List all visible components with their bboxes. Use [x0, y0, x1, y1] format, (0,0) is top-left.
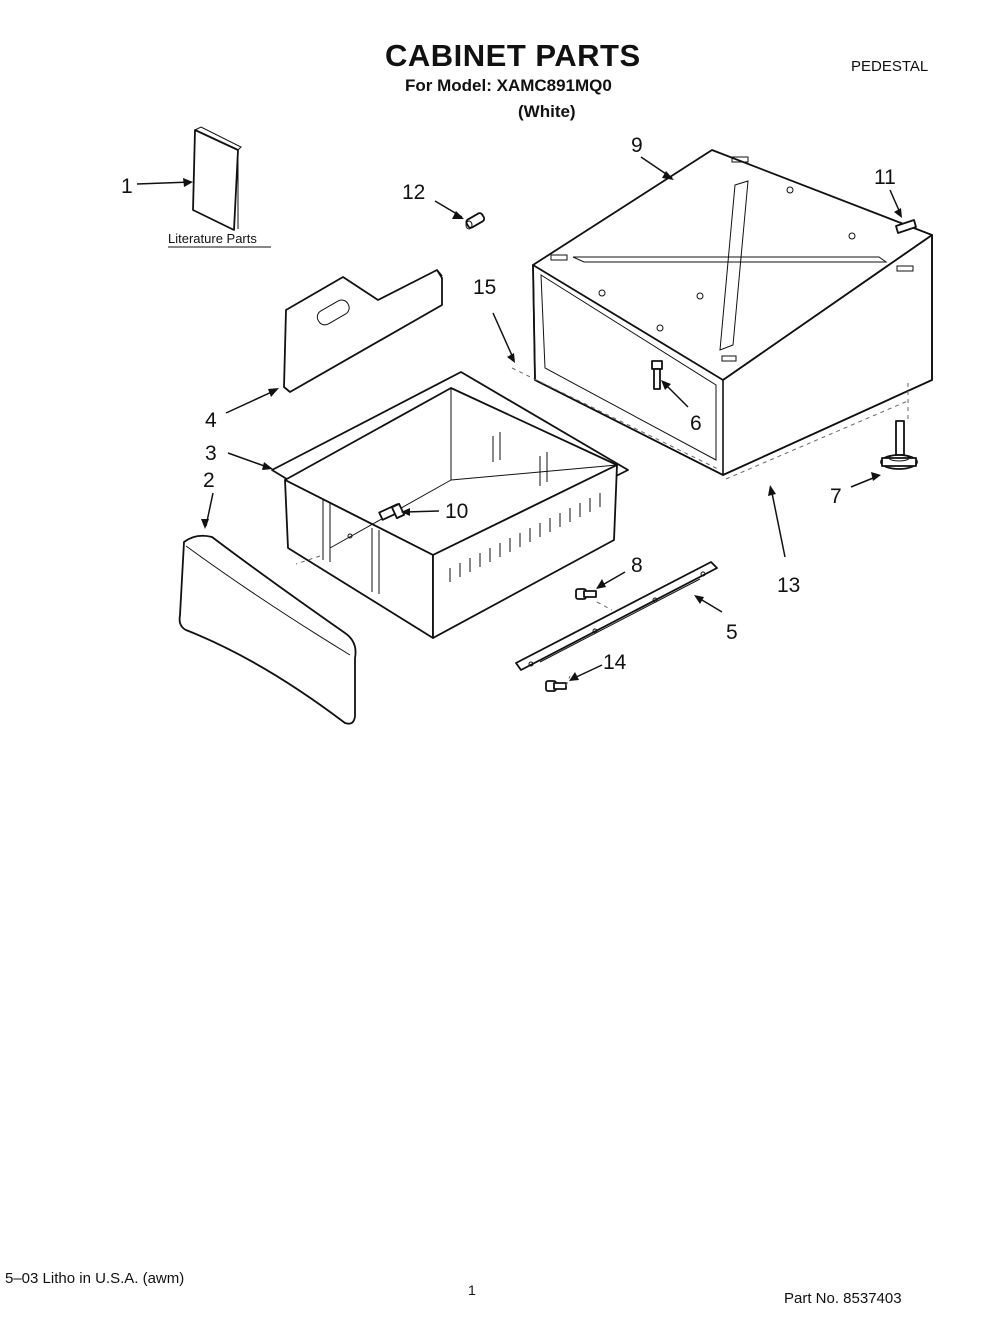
screw-10-part — [378, 502, 406, 521]
leveling-leg-part — [880, 420, 918, 470]
callout-11: 11 — [874, 166, 896, 189]
literature-label: Literature Parts — [168, 231, 257, 246]
callout-7: 7 — [830, 485, 842, 508]
screw-8-part — [575, 588, 597, 600]
baffle-part — [283, 269, 443, 393]
drawer-front-part — [178, 534, 357, 725]
callout-arrows — [136, 156, 902, 681]
screw-6-part — [651, 360, 663, 390]
screw-14-part — [545, 680, 567, 692]
callout-1: 1 — [121, 175, 133, 198]
section-label: PEDESTAL — [851, 58, 929, 75]
callout-5: 5 — [726, 621, 738, 644]
litho-note: 5–03 Litho in U.S.A. (awm) — [5, 1270, 185, 1287]
page-number: 1 — [468, 1282, 476, 1298]
callout-4: 4 — [205, 409, 217, 432]
callout-6: 6 — [690, 412, 702, 435]
cabinet-frame-part — [532, 149, 933, 476]
literature-booklet-part — [192, 126, 242, 231]
drawer-basket-part — [271, 371, 629, 639]
callout-10: 10 — [445, 500, 468, 523]
callout-13: 13 — [777, 574, 800, 597]
rail-part — [515, 561, 718, 671]
callout-3: 3 — [205, 442, 217, 465]
model-line: For Model: XAMC891MQ0 — [405, 76, 612, 95]
model-variant: (White) — [518, 102, 576, 121]
pad-part — [895, 219, 917, 234]
plug-part — [465, 212, 486, 230]
callout-12: 12 — [402, 181, 425, 204]
alignment-lines — [295, 367, 911, 687]
callout-15: 15 — [473, 276, 496, 299]
callout-9: 9 — [631, 134, 643, 157]
callout-8: 8 — [631, 554, 643, 577]
callout-2: 2 — [203, 469, 215, 492]
callout-14: 14 — [603, 651, 627, 674]
part-number: Part No. 8537403 — [784, 1290, 902, 1307]
page-title: CABINET PARTS — [385, 38, 641, 73]
